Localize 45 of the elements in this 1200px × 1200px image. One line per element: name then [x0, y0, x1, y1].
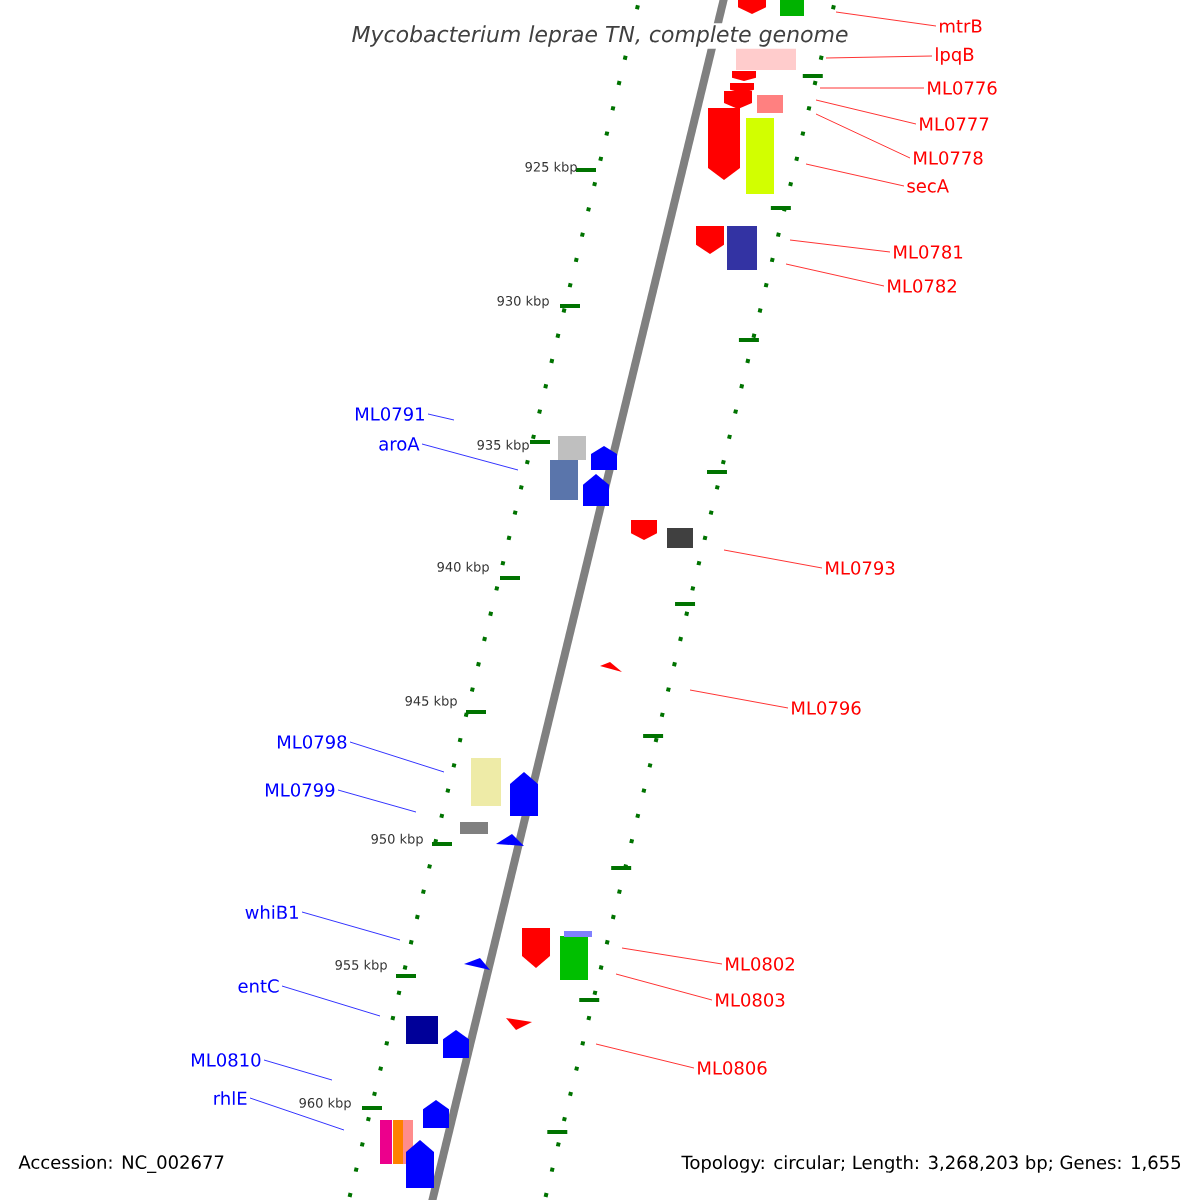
gene-label: whiB1: [245, 905, 298, 919]
leader-line: [835, 11, 937, 27]
leader-line: [281, 985, 381, 1017]
leader-line: [263, 1059, 333, 1081]
gene-label: rhlE: [214, 1091, 247, 1105]
leader-line: [789, 239, 891, 253]
leader-line: [819, 87, 925, 89]
leader-line: [349, 741, 445, 773]
leader-line: [815, 99, 917, 125]
leader-line: [337, 789, 417, 813]
gene-label: ML0791: [356, 407, 424, 421]
gene-label: ML0798: [278, 735, 347, 749]
footer-text: Topology: circular; Length: 3,268,203 bp; Genes: 1,655: [681, 1155, 1181, 1173]
leader-line: [723, 549, 823, 569]
gene-label: ML0802: [726, 957, 794, 971]
gene-label: ML0803: [716, 993, 785, 1007]
gene-label: ML0776: [928, 81, 997, 95]
leader-line: [785, 263, 885, 287]
gene-label: ML0778: [914, 151, 983, 165]
gene-label: aroA: [379, 437, 420, 451]
title: Mycobacterium leprae TN, complete genome: [349, 23, 851, 49]
gene-label: ML0777: [920, 117, 989, 131]
leader-line: [825, 55, 933, 59]
gene-label: secA: [907, 179, 949, 193]
leader-line: [301, 911, 401, 941]
leader-line: [815, 113, 911, 159]
gene-label: ML0796: [792, 701, 861, 715]
leader-line: [421, 443, 519, 471]
gene-label: ML0806: [698, 1061, 767, 1075]
leader-line: [689, 689, 789, 709]
footer-text: Accession: NC_002677: [18, 1155, 224, 1173]
leader-line: [249, 1097, 345, 1131]
gene-label: mtrB: [940, 19, 982, 33]
leader-line: [805, 163, 905, 187]
gene-label: ML0782: [888, 279, 956, 293]
gene-label: lpqB: [936, 47, 974, 65]
gene-label: ML0781: [894, 245, 963, 259]
leader-line: [427, 413, 455, 421]
gene-label: entC: [238, 979, 279, 993]
leader-line: [595, 1043, 695, 1069]
gene-label: ML0799: [266, 783, 335, 797]
leader-line: [615, 973, 713, 1001]
gene-label: ML0810: [192, 1053, 261, 1067]
leader-line: [621, 947, 723, 965]
gene-label: ML0793: [826, 561, 895, 575]
